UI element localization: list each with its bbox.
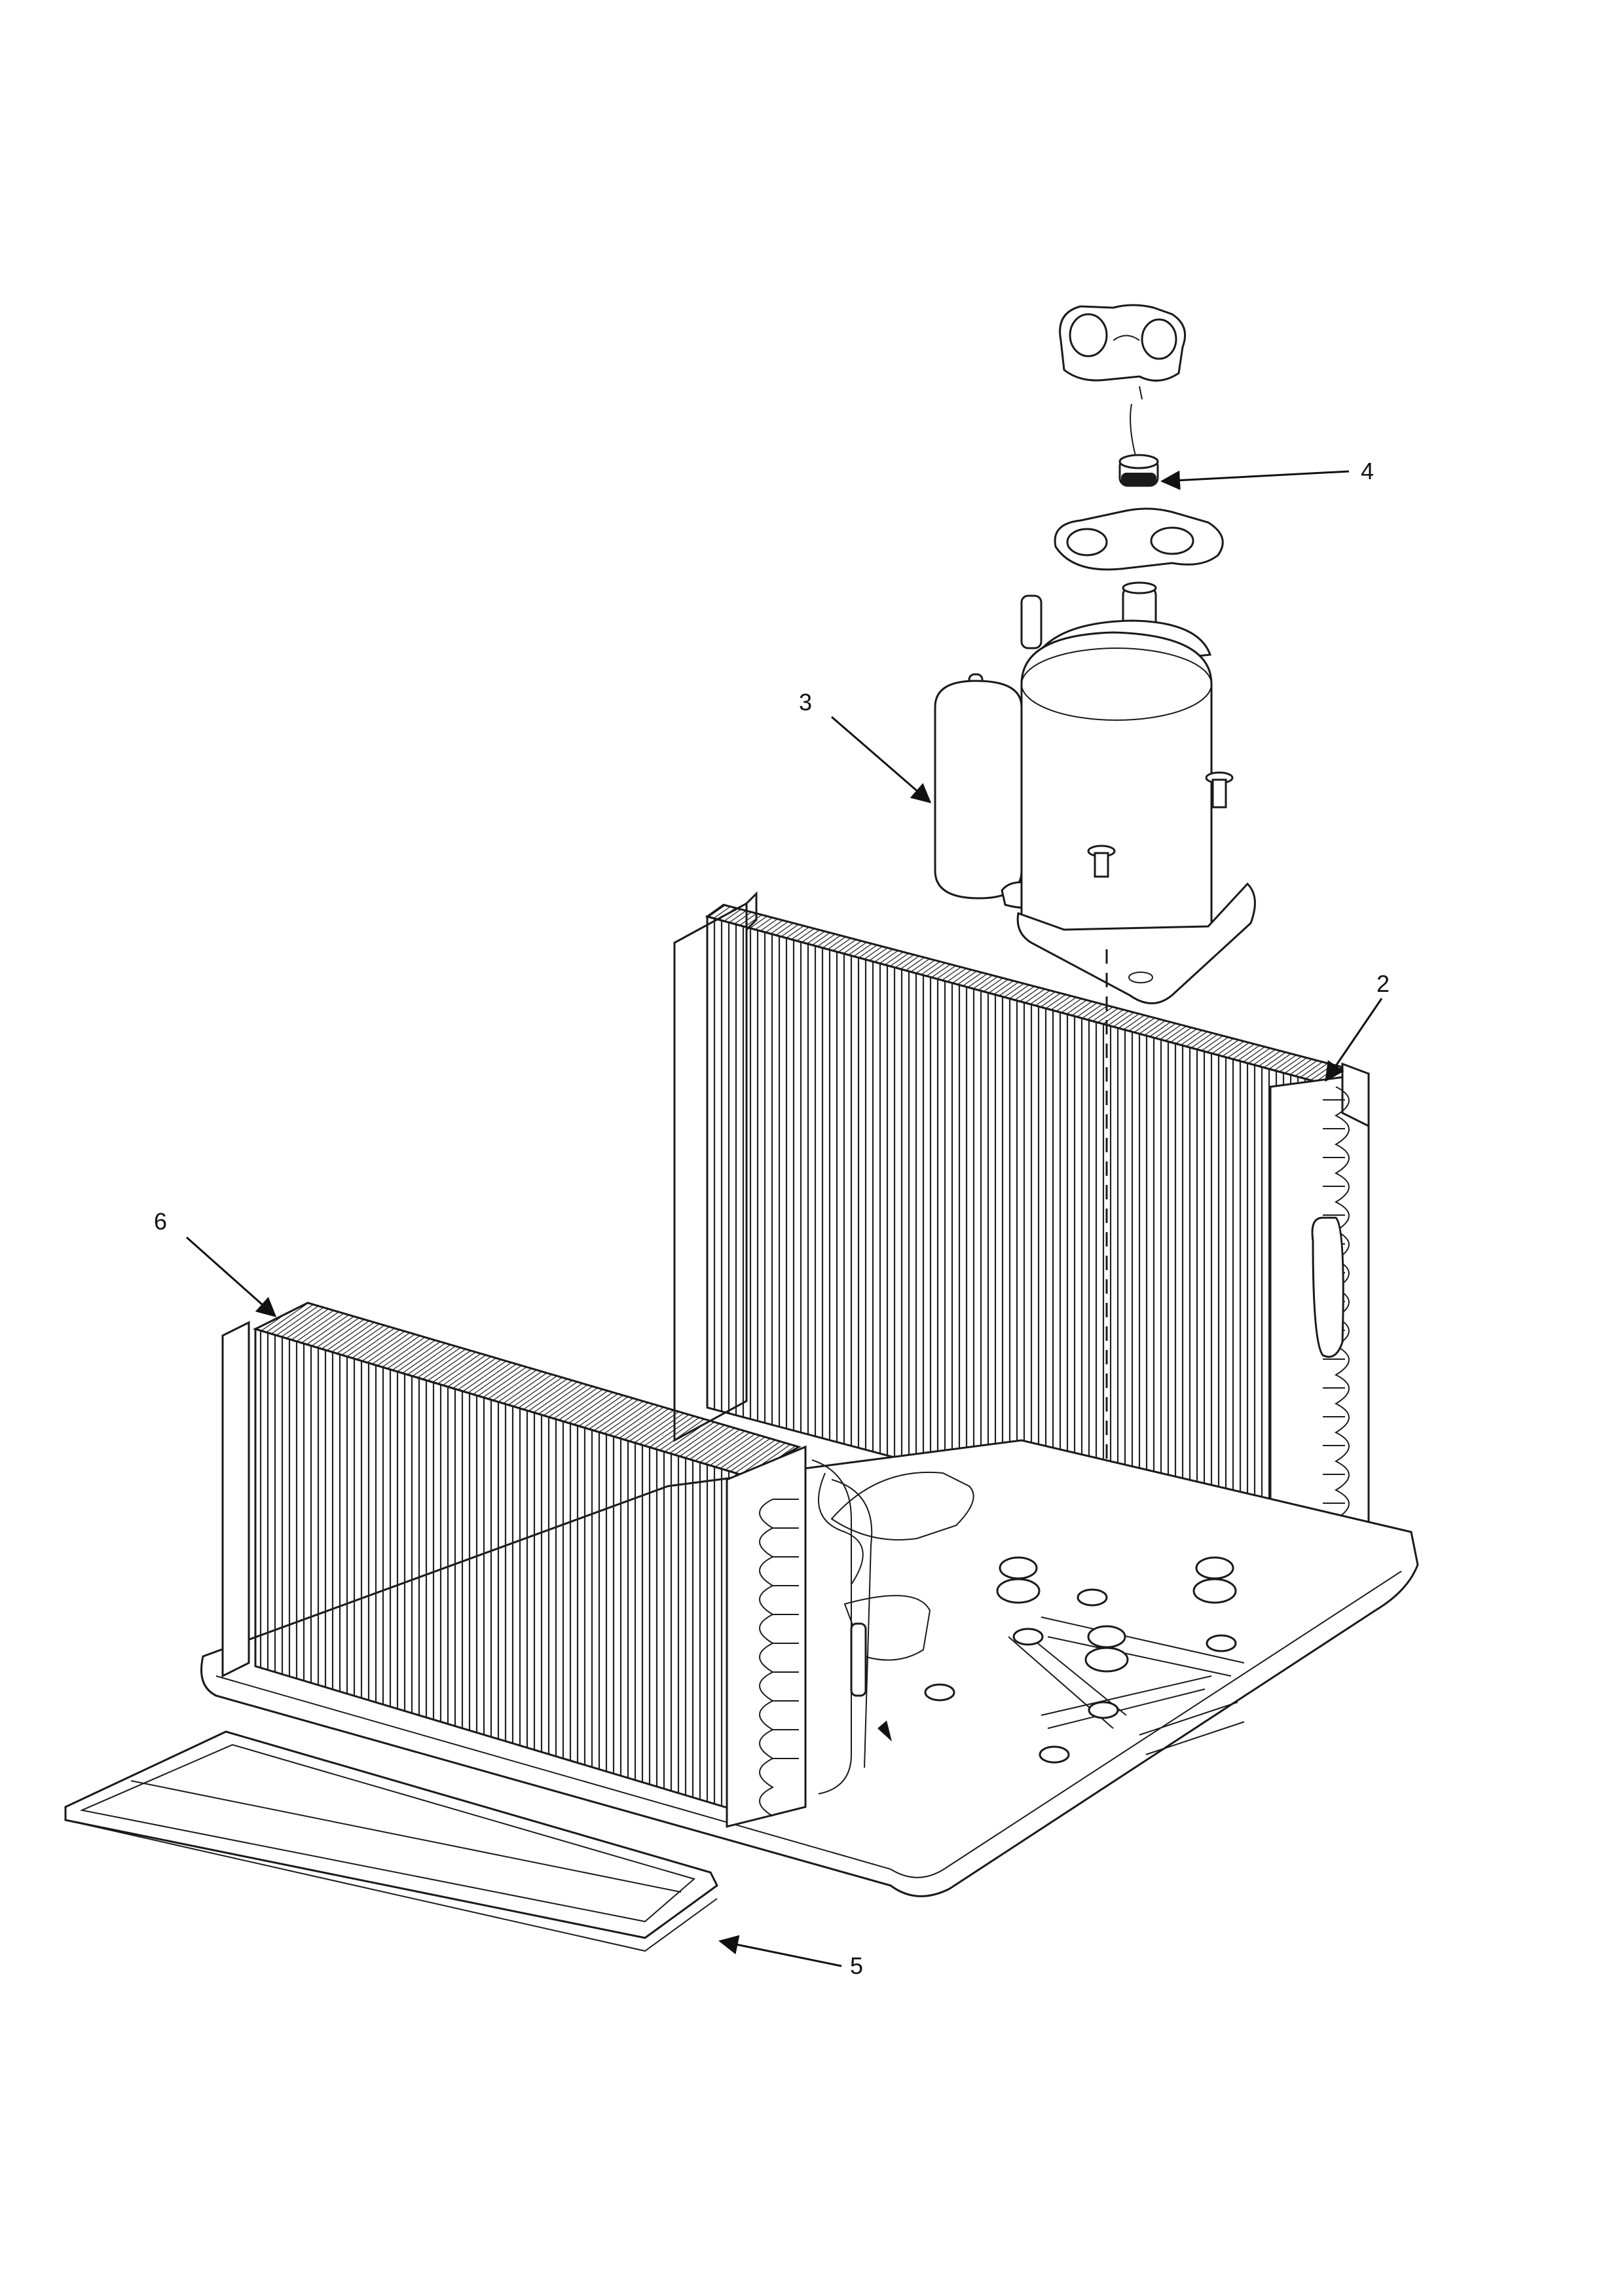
condenser-coil — [673, 891, 1370, 1586]
callout-label: 3 — [799, 689, 812, 716]
mounting-bolt — [1087, 845, 1116, 878]
callout-label: 5 — [850, 1952, 863, 1979]
callout-3: 3 — [799, 689, 932, 803]
terminal-gasket — [1054, 507, 1224, 571]
compressor-assembly — [934, 581, 1256, 1004]
grommet — [996, 1556, 1041, 1604]
mounting-bolt — [1205, 771, 1234, 809]
drain-pan — [64, 1730, 718, 1952]
callout-label: 2 — [1376, 970, 1390, 997]
callout-4: 4 — [1160, 458, 1374, 490]
callout-6: 6 — [154, 1208, 277, 1317]
terminal-cover — [1059, 304, 1186, 400]
grommet — [1192, 1556, 1237, 1604]
callout-2: 2 — [1325, 970, 1390, 1082]
grommet — [1084, 1625, 1129, 1673]
callout-label: 4 — [1361, 458, 1374, 484]
callout-5: 5 — [718, 1935, 863, 1979]
evaporator-coil — [221, 1302, 892, 1828]
callout-label: 6 — [154, 1208, 167, 1235]
terminal-overload — [1118, 403, 1159, 487]
